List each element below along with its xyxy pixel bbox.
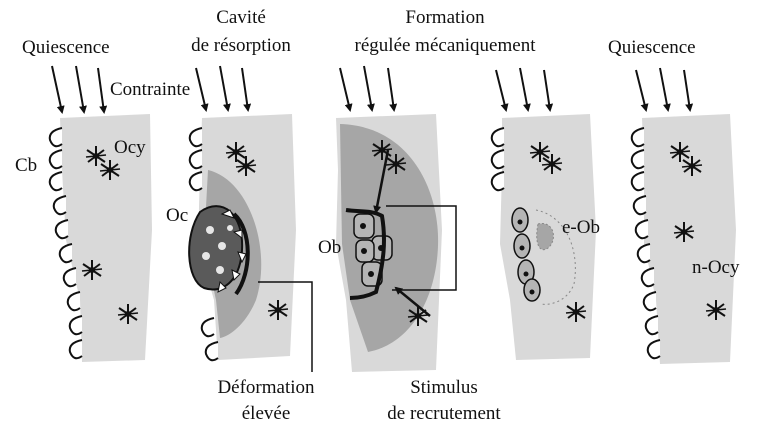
resorption-front-panel-3: [345, 208, 386, 300]
new-bone-outline: [535, 209, 576, 305]
panel-4-late-formation: [490, 67, 596, 360]
osteoblasts-panel-4: [511, 207, 541, 302]
stress-arrows-panel-1: [51, 65, 108, 114]
stage-2-title-line-1: Cavité: [216, 7, 266, 28]
leader-line-deformation: [258, 281, 313, 372]
stage-5-title: Quiescence: [608, 37, 696, 58]
label-ob: Ob: [318, 237, 342, 258]
label-oc: Oc: [166, 205, 189, 226]
panel-3-formation: [336, 65, 457, 372]
embedding-osteoblast: [536, 223, 554, 251]
stress-arrows-panel-5: [635, 67, 694, 112]
label-deformation-line-2: élevée: [241, 403, 291, 424]
bone-panel-5: [642, 114, 736, 364]
label-deformation-line-1: Déformation: [217, 377, 315, 398]
label-stimulus-line-2: de recrutement: [387, 403, 501, 424]
label-e-ob: e-Ob: [562, 217, 600, 238]
panel-2-resorption: [188, 65, 313, 372]
stress-arrows-panel-4: [495, 67, 554, 112]
stress-arrows-panel-2: [195, 65, 252, 112]
stage-3-title-line-2: régulée mécaniquement: [354, 35, 536, 56]
osteoclast: [188, 205, 250, 296]
bone-lining-cells-panel-4: [490, 127, 505, 192]
stage-1-title: Quiescence: [22, 37, 110, 58]
label-ocy: Ocy: [114, 137, 146, 158]
label-contrainte: Contrainte: [110, 79, 191, 100]
panel-1-quiescence: [48, 65, 152, 362]
bone-panel-1: [60, 114, 152, 362]
leader-box-stimulus: [386, 205, 457, 291]
stage-2-title-line-2: de résorption: [191, 35, 291, 56]
stress-arrows-panel-3: [339, 65, 398, 112]
label-stimulus-line-1: Stimulus: [410, 377, 478, 398]
stage-3-title-line-1: Formation: [405, 7, 485, 28]
panel-5-quiescence: [630, 67, 736, 364]
label-cb: Cb: [15, 155, 38, 176]
label-n-ocy: n-Ocy: [692, 257, 740, 278]
